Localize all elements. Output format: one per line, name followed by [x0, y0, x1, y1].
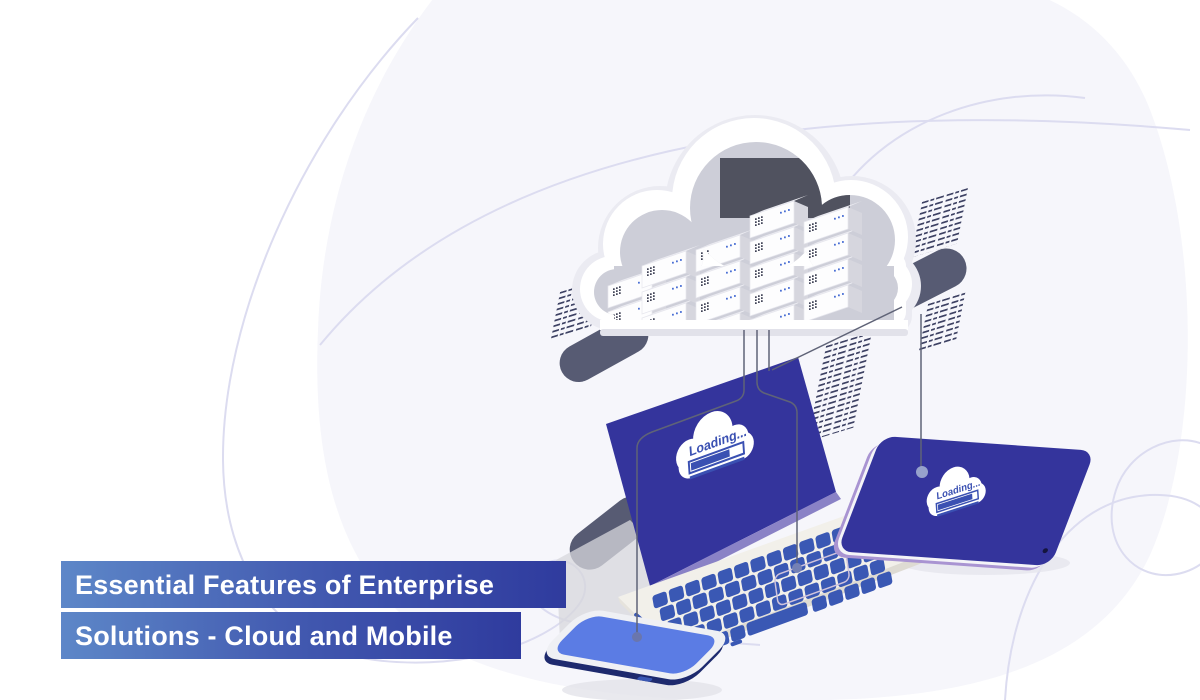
laptop-screen	[606, 357, 836, 586]
connector-dot	[916, 466, 928, 478]
loading-cloud-icon: Loading...	[676, 411, 754, 480]
laptop-icon	[606, 357, 930, 660]
banner-title-line-1: Essential Features of Enterprise	[61, 561, 566, 608]
code-text-block	[911, 187, 968, 258]
smartphone-icon	[544, 610, 726, 686]
tablet-icon: Loading...	[833, 436, 1091, 571]
code-text-block	[918, 292, 967, 351]
banner-title-line-2: Solutions - Cloud and Mobile	[61, 612, 521, 659]
connector-dot	[632, 632, 642, 642]
server-stack-icon	[607, 195, 862, 324]
banner-title-text-1: Essential Features of Enterprise	[75, 570, 495, 600]
phone-shadow	[562, 679, 722, 700]
laptop-touchpad	[774, 550, 850, 606]
progress-bar-fill	[937, 493, 973, 511]
code-text-block	[807, 331, 872, 442]
connector-dot	[792, 563, 802, 573]
phone-screen	[557, 616, 715, 674]
banner-title-text-2: Solutions - Cloud and Mobile	[75, 621, 453, 651]
connector-lines	[636, 306, 922, 634]
cloud-icon	[572, 115, 921, 336]
progress-bar-fill	[690, 449, 730, 471]
loading-cloud-icon: Loading...	[926, 466, 986, 517]
